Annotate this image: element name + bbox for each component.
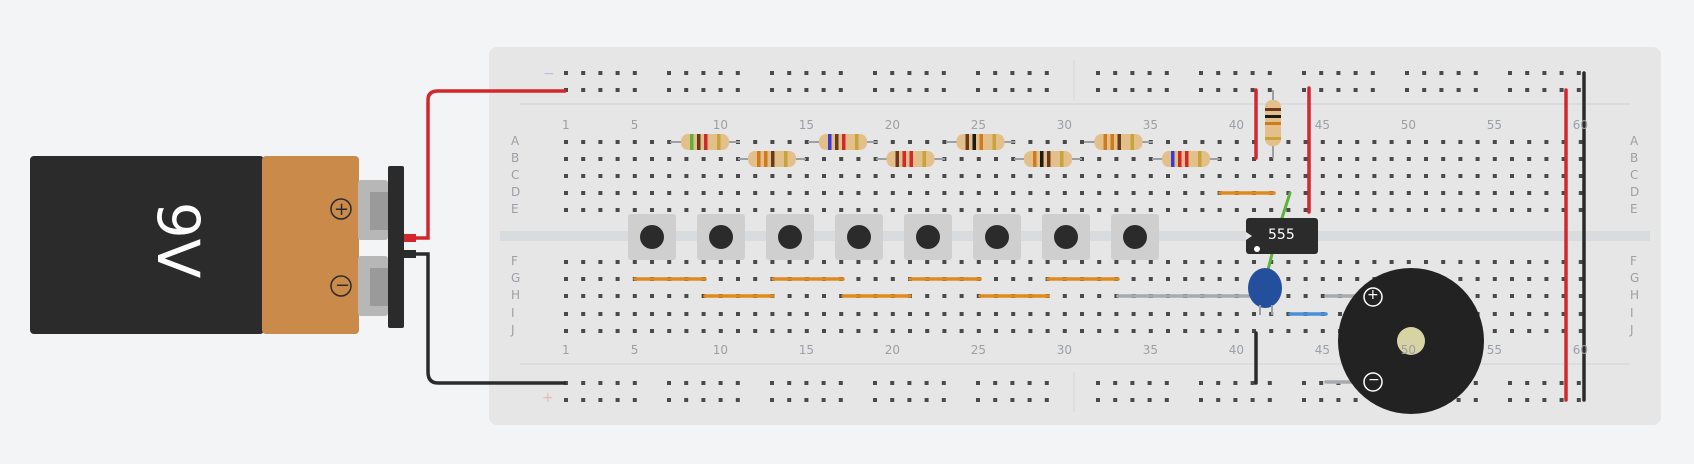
row-label-left: F: [511, 254, 518, 268]
pushbutton-group: [628, 214, 1159, 260]
column-label-top: 25: [970, 118, 987, 132]
battery-label: 9V: [144, 201, 212, 279]
battery-plus-terminal-icon: [330, 198, 352, 220]
column-label-top: 1: [562, 118, 570, 132]
column-label-bottom: 1: [562, 343, 570, 357]
row-label-left: H: [511, 288, 521, 302]
resistor[interactable]: [1152, 151, 1220, 167]
column-label-bottom: 10: [712, 343, 729, 357]
row-label-left: D: [511, 185, 521, 199]
battery-minus-terminal-icon: [330, 275, 352, 297]
column-label-bottom: 35: [1142, 343, 1159, 357]
battery-lead-black[interactable]: [415, 252, 566, 385]
column-label-bottom: 60: [1572, 343, 1589, 357]
row-label-right: I: [1630, 306, 1634, 320]
column-label-bottom: 5: [630, 343, 639, 357]
row-label-right: E: [1630, 202, 1638, 216]
pushbutton[interactable]: [766, 214, 814, 260]
battery-9v[interactable]: [30, 156, 404, 334]
column-label-top: 20: [884, 118, 901, 132]
row-label-left: B: [511, 151, 520, 165]
ic-label: 555: [1268, 227, 1295, 243]
column-label-bottom: 55: [1486, 343, 1503, 357]
row-label-left: E: [511, 202, 519, 216]
pushbutton[interactable]: [973, 214, 1021, 260]
row-label-left: A: [511, 134, 520, 148]
pushbutton[interactable]: [628, 214, 676, 260]
row-label-right: C: [1630, 168, 1639, 182]
column-label-top: 45: [1314, 118, 1331, 132]
column-label-top: 50: [1400, 118, 1417, 132]
column-label-top: 60: [1572, 118, 1589, 132]
resistor[interactable]: [1014, 151, 1082, 167]
row-label-left: C: [511, 168, 520, 182]
row-label-left: I: [511, 306, 515, 320]
battery-minus-label: −: [335, 275, 351, 296]
row-label-right: F: [1630, 254, 1637, 268]
column-label-top: 35: [1142, 118, 1159, 132]
column-label-bottom: 25: [970, 343, 987, 357]
row-label-right: D: [1630, 185, 1640, 199]
pushbutton[interactable]: [1042, 214, 1090, 260]
row-label-right: J: [1630, 323, 1634, 337]
column-label-bottom: 30: [1056, 343, 1073, 357]
row-label-left: J: [511, 323, 515, 337]
rail-plus-label: +: [542, 390, 554, 406]
capacitor[interactable]: [1248, 268, 1282, 315]
column-label-bottom: 45: [1314, 343, 1331, 357]
pushbutton[interactable]: [1111, 214, 1159, 260]
column-label-top: 5: [630, 118, 639, 132]
row-label-left: G: [511, 271, 521, 285]
buzzer-minus-label: −: [1368, 372, 1380, 388]
column-label-top: 55: [1486, 118, 1503, 132]
column-label-top: 10: [712, 118, 729, 132]
row-label-right: B: [1630, 151, 1639, 165]
row-label-right: H: [1630, 288, 1640, 302]
wire-green-1[interactable]: [1280, 191, 1292, 220]
resistor[interactable]: [1084, 134, 1153, 150]
row-label-right: G: [1630, 271, 1640, 285]
row-label-right: A: [1630, 134, 1639, 148]
buzzer-plus-label: +: [1367, 287, 1379, 303]
resistor[interactable]: [670, 134, 740, 150]
pushbutton[interactable]: [904, 214, 952, 260]
column-label-bottom: 40: [1228, 343, 1245, 357]
pushbutton[interactable]: [835, 214, 883, 260]
resistor[interactable]: [738, 151, 806, 167]
ic-555[interactable]: [1246, 218, 1318, 254]
pushbutton[interactable]: [697, 214, 745, 260]
rail-minus-label: −: [543, 66, 555, 82]
battery-lead-red[interactable]: [415, 89, 566, 240]
piezo-buzzer[interactable]: [1338, 268, 1484, 414]
resistor-group: [670, 134, 1220, 167]
column-label-top: 15: [798, 118, 815, 132]
jumper-wires: [633, 191, 1276, 298]
resistor[interactable]: [876, 151, 945, 167]
resistor-vertical[interactable]: [1265, 90, 1281, 158]
column-label-bottom: 20: [884, 343, 901, 357]
column-label-top: 30: [1056, 118, 1073, 132]
resistor[interactable]: [808, 134, 878, 150]
resistor[interactable]: [946, 134, 1015, 150]
column-label-bottom: 50: [1400, 343, 1417, 357]
column-label-top: 40: [1228, 118, 1245, 132]
column-label-bottom: 15: [798, 343, 815, 357]
battery-plus-label: +: [334, 199, 350, 220]
